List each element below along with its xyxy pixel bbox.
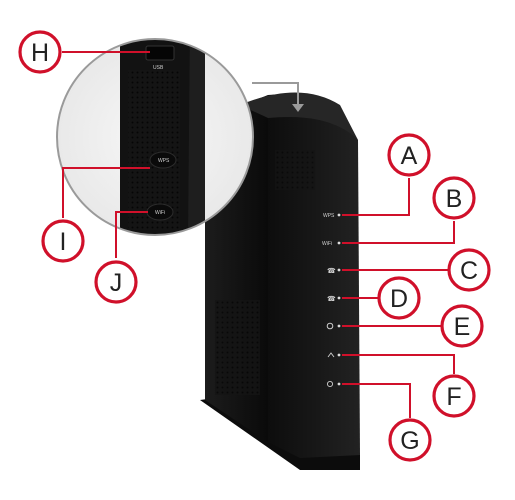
leader-i bbox=[62, 167, 150, 218]
usb-port bbox=[145, 45, 175, 61]
led-telephone-2: ☎ bbox=[327, 295, 341, 303]
zoom-pointer-arrow bbox=[292, 104, 304, 112]
router-top bbox=[240, 92, 358, 140]
globe-icon bbox=[326, 322, 334, 330]
svg-text:WPS: WPS bbox=[158, 158, 170, 164]
svg-text:WPS: WPS bbox=[323, 213, 335, 219]
wps-button bbox=[149, 151, 177, 169]
leader-g bbox=[342, 383, 411, 418]
svg-text:WiFi: WiFi bbox=[155, 210, 165, 216]
zoom-pointer-line bbox=[252, 82, 299, 110]
svg-text:E: E bbox=[454, 313, 471, 341]
router-side-vents bbox=[215, 300, 260, 395]
callout-g: G bbox=[388, 418, 432, 462]
callout-a: A bbox=[387, 133, 431, 177]
svg-text:USB: USB bbox=[153, 65, 164, 71]
leader-a bbox=[342, 178, 410, 216]
arrow-icon bbox=[327, 352, 335, 358]
leader-b bbox=[342, 221, 455, 244]
svg-text:WiFi: WiFi bbox=[322, 241, 332, 247]
svg-text:B: B bbox=[446, 185, 463, 213]
callout-f: F bbox=[432, 374, 476, 418]
svg-text:C: C bbox=[460, 257, 478, 285]
led-telephone-1: ☎ bbox=[327, 267, 341, 275]
callout-c: C bbox=[447, 248, 491, 292]
callout-b: B bbox=[432, 176, 476, 220]
callout-j: J bbox=[94, 260, 138, 304]
led-power bbox=[326, 380, 341, 388]
svg-text:J: J bbox=[110, 269, 123, 297]
led-upstream bbox=[327, 352, 341, 358]
callout-e: E bbox=[440, 304, 484, 348]
router-front-panel bbox=[268, 94, 360, 458]
power-icon bbox=[326, 380, 334, 388]
router-top-vents bbox=[275, 150, 315, 190]
svg-text:H: H bbox=[31, 39, 49, 67]
leader-j bbox=[115, 211, 148, 258]
phone-icon: ☎ bbox=[327, 295, 336, 303]
leader-lines bbox=[62, 51, 455, 418]
led-wifi: WiFi bbox=[322, 241, 341, 247]
zoom-ring bbox=[56, 38, 254, 236]
led-wps: WPS bbox=[323, 213, 341, 219]
callout-h: H bbox=[18, 30, 62, 74]
callout-d: D bbox=[377, 276, 421, 320]
svg-text:G: G bbox=[400, 427, 419, 455]
zoom-lens: USB WPS WiFi bbox=[56, 38, 254, 236]
callout-i: I bbox=[41, 219, 85, 263]
svg-text:F: F bbox=[446, 383, 461, 411]
svg-text:A: A bbox=[401, 142, 418, 170]
phone-icon: ☎ bbox=[327, 267, 336, 275]
svg-text:D: D bbox=[390, 285, 408, 313]
leader-f bbox=[342, 354, 455, 374]
svg-text:I: I bbox=[60, 228, 67, 256]
led-internet bbox=[326, 322, 341, 330]
